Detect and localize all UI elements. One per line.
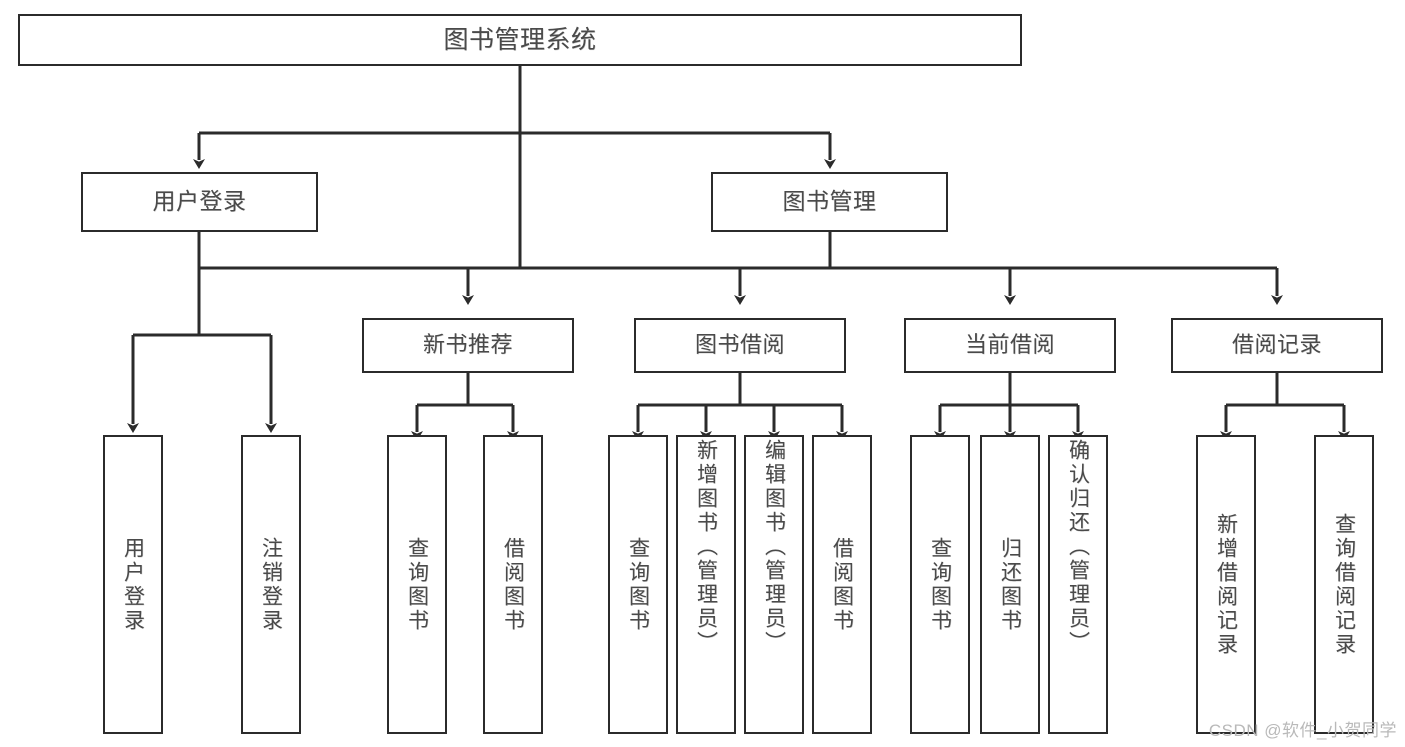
node-user-login[interactable]: 用户登录	[81, 172, 318, 232]
leaf-nb-borrow-book-label: 借阅图书	[501, 536, 525, 633]
leaf-br-query-record[interactable]: 查询借阅记录	[1314, 435, 1374, 734]
leaf-bb-query-book-label: 查询图书	[626, 536, 650, 633]
leaf-nb-query-book[interactable]: 查询图书	[387, 435, 447, 734]
leaf-logout-label: 注销登录	[259, 536, 283, 633]
leaf-cb-query-book-label: 查询图书	[928, 536, 952, 633]
leaf-br-add-record[interactable]: 新增借阅记录	[1196, 435, 1256, 734]
csdn-watermark: CSDN @软件_小贺同学	[1208, 721, 1397, 740]
leaf-bb-edit-book-admin-label: 编辑图书（管理员）	[762, 439, 786, 655]
leaf-bb-add-book-admin[interactable]: 新增图书（管理员）	[676, 435, 736, 734]
leaf-logout[interactable]: 注销登录	[241, 435, 301, 734]
leaf-bb-borrow-book-label: 借阅图书	[830, 536, 854, 633]
node-book-management[interactable]: 图书管理	[711, 172, 948, 232]
leaf-user-login[interactable]: 用户登录	[103, 435, 163, 734]
node-borrow-record-label: 借阅记录	[1231, 332, 1322, 358]
leaf-nb-query-book-label: 查询图书	[405, 536, 429, 633]
leaf-bb-borrow-book[interactable]: 借阅图书	[812, 435, 872, 734]
node-current-borrow[interactable]: 当前借阅	[904, 318, 1116, 373]
leaf-bb-query-book[interactable]: 查询图书	[608, 435, 668, 734]
node-current-borrow-label: 当前借阅	[964, 332, 1055, 358]
leaf-br-add-record-label: 新增借阅记录	[1214, 512, 1238, 657]
leaf-cb-return-book[interactable]: 归还图书	[980, 435, 1040, 734]
node-book-management-label: 图书管理	[782, 188, 877, 215]
leaf-bb-add-book-admin-label: 新增图书（管理员）	[694, 439, 718, 655]
leaf-nb-borrow-book[interactable]: 借阅图书	[483, 435, 543, 734]
node-book-borrow[interactable]: 图书借阅	[634, 318, 846, 373]
node-user-login-label: 用户登录	[152, 188, 247, 215]
leaf-cb-return-book-label: 归还图书	[998, 536, 1022, 633]
node-book-borrow-label: 图书借阅	[694, 332, 785, 358]
leaf-br-query-record-label: 查询借阅记录	[1332, 512, 1356, 657]
leaf-cb-query-book[interactable]: 查询图书	[910, 435, 970, 734]
node-new-book-recommend-label: 新书推荐	[422, 332, 513, 358]
node-root-label: 图书管理系统	[443, 26, 597, 54]
node-root-book-management-system[interactable]: 图书管理系统	[18, 14, 1022, 66]
leaf-cb-confirm-return-admin[interactable]: 确认归还（管理员）	[1048, 435, 1108, 734]
leaf-cb-confirm-return-admin-label: 确认归还（管理员）	[1066, 439, 1090, 655]
leaf-user-login-label: 用户登录	[121, 536, 145, 633]
node-new-book-recommend[interactable]: 新书推荐	[362, 318, 574, 373]
leaf-bb-edit-book-admin[interactable]: 编辑图书（管理员）	[744, 435, 804, 734]
node-borrow-record[interactable]: 借阅记录	[1171, 318, 1383, 373]
